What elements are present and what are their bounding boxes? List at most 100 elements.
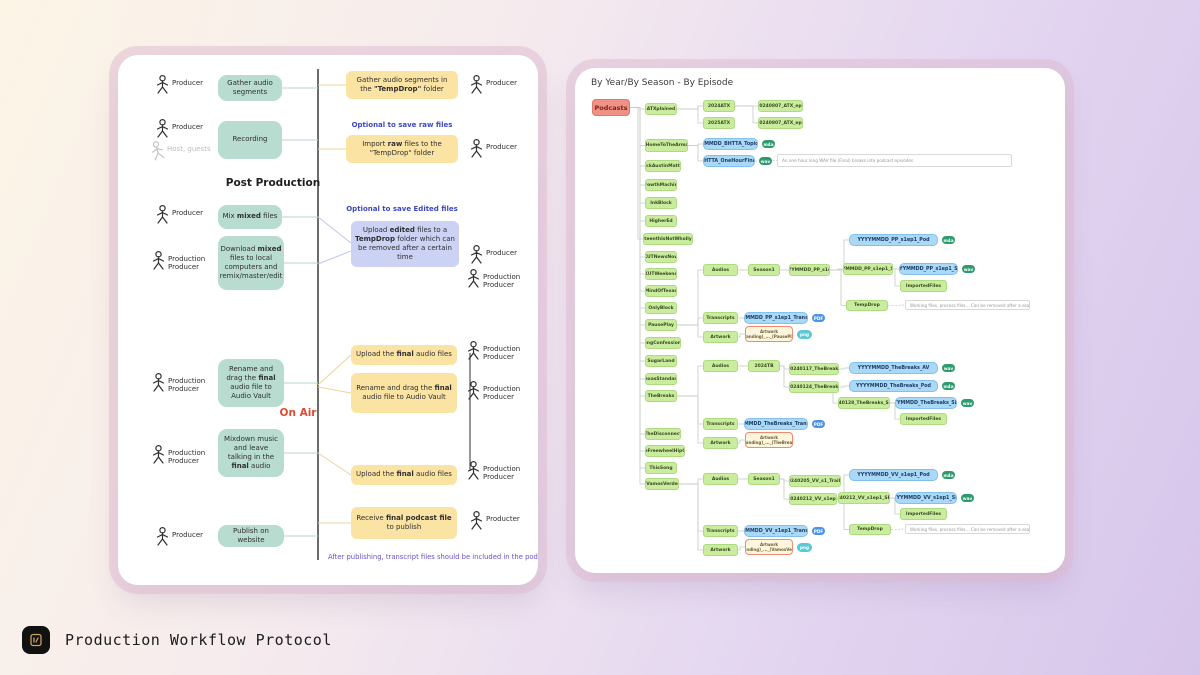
person-icon xyxy=(152,445,165,464)
flow-step: Receive final podcast file to publish xyxy=(351,507,457,539)
actor-producer: Producer xyxy=(156,205,203,224)
on-air-label: On Air xyxy=(279,407,317,419)
flow-step: Gather audio segments in the "TempDrop" … xyxy=(346,71,458,99)
tree-node: InkBlock xyxy=(645,197,677,209)
file-node: YYYYMMDD_PP_s1ep1_Transcript xyxy=(744,312,808,324)
tree-node: Audios xyxy=(703,360,738,372)
tree-node: 2025ATX xyxy=(703,117,735,129)
tree-node: Artwork xyxy=(703,437,738,449)
actor-label: Producer xyxy=(172,209,204,217)
person-icon xyxy=(156,75,169,94)
file-node: YYYYMMDD_VV_s1ep1_SEG xyxy=(895,492,957,504)
tree-node: 2024TB xyxy=(748,360,780,372)
file-node: YYYYMMDD_TheBreaks_Pod xyxy=(849,380,938,392)
tree-node: ImportedFiles xyxy=(900,413,947,425)
flow-step: Upload the final audio files xyxy=(351,465,457,485)
file-type-pill: png xyxy=(797,330,812,339)
person-icon xyxy=(156,527,169,546)
actor-label: Producer xyxy=(172,123,204,131)
tree-node: 20240212_VV_s1ep1_SEGS xyxy=(838,492,890,504)
tree-node: JuneteenthIsNotWhollyFree xyxy=(643,233,693,245)
panel-title: By Year/By Season - By Episode xyxy=(591,78,734,88)
file-type-pill: png xyxy=(797,543,812,552)
actor-label: Producter xyxy=(486,515,520,523)
tree-root: Podcasts xyxy=(592,99,630,116)
flow-step: Rename and drag the final audio file to … xyxy=(218,359,284,407)
flow-step: Recording xyxy=(218,121,282,159)
tree-node: KUTWeekend xyxy=(645,268,677,280)
tree-node: TempDrop xyxy=(846,300,888,311)
tree-node: 20240205_VV_s1_Trailer xyxy=(789,475,841,487)
file-node: YYYYMMDD_TheBreaks_SEGS xyxy=(895,397,957,409)
person-icon xyxy=(152,373,165,392)
tree-node: TempDrop xyxy=(849,524,891,535)
file-type-pill: wav xyxy=(759,157,772,165)
file-type-pill: wav xyxy=(962,265,975,273)
tree-node: BackHomeToTheArmadillo xyxy=(645,139,688,152)
tree-node: MindOfTexas xyxy=(645,285,677,297)
tree-node: Audios xyxy=(703,264,738,276)
artwork-node: Artwork(Branding)_..._(TheBreaks) xyxy=(745,432,793,448)
tree-node: 20240117_TheBreaks xyxy=(789,363,839,375)
file-type-pill: PDF xyxy=(812,527,825,535)
file-node: YYYYMMDD_PP_s1ep1_SEG xyxy=(899,263,958,275)
actor-label: Host, guests xyxy=(167,145,211,153)
person-icon xyxy=(467,269,480,288)
tree-node: PausePlay xyxy=(645,319,677,331)
phase-caption: Optional to save raw files xyxy=(351,121,453,129)
note: Working files, process files... Can be r… xyxy=(905,524,1030,534)
page-caption: Production Workflow Protocol xyxy=(65,631,332,649)
tree-node: Transcripts xyxy=(703,418,738,430)
tree-node: ImportedFiles xyxy=(900,280,947,292)
tree-node: KUTNewsNow xyxy=(645,251,677,263)
file-type-pill: m4a xyxy=(942,236,955,244)
flow-step: Import raw files to the "TempDrop" folde… xyxy=(346,135,458,163)
actor-label: Producer xyxy=(486,79,518,87)
tree-node: BlackAustinMatters xyxy=(645,160,681,172)
flow-step: Download mixed files to local computers … xyxy=(218,236,284,290)
tree-node: Artwork xyxy=(703,544,738,556)
file-node: YYYYMMDD_VV_s1ep1_Transcript xyxy=(744,525,808,537)
file-type-pill: PDF xyxy=(812,314,825,322)
actor-label: Producer xyxy=(486,143,518,151)
tree-node: TheDisconnect xyxy=(645,428,681,440)
file-node: BHTTA_OneHourFinal xyxy=(703,155,755,167)
tree-node: OnlyBlock xyxy=(645,302,677,314)
file-type-pill: wav xyxy=(961,494,974,502)
person-icon xyxy=(470,75,483,94)
tree-node: 20240212_VV_s1ep1 xyxy=(789,493,837,505)
file-type-pill: m4a xyxy=(942,471,955,479)
tree-node: 2024ATX xyxy=(703,100,735,112)
person-icon xyxy=(470,245,483,264)
file-type-pill: wav xyxy=(961,399,974,407)
person-icon xyxy=(152,141,165,161)
tree-node: SugarLand xyxy=(645,355,677,367)
tree-node: 20240807_ATX_ep2 xyxy=(758,117,803,129)
tree-node: Transcripts xyxy=(703,312,738,324)
file-node: YYYYMMDD_PP_s1ep1_Pod xyxy=(849,234,938,246)
file-node: YYYYMMDD_TheBreaks_Transcript xyxy=(744,418,808,430)
flow-step: Publish on website xyxy=(218,525,284,547)
person-icon xyxy=(467,381,480,400)
actor-producer: Producer xyxy=(470,75,517,94)
file-type-pill: wav xyxy=(942,364,955,372)
tree-node: 20240128_TheBreaks_SEGS xyxy=(838,397,890,409)
tree-node: Artwork xyxy=(703,331,738,343)
logo-icon xyxy=(22,626,50,654)
actor-host-guests: Host, guests xyxy=(151,141,211,161)
tree-node: VamosVerde xyxy=(645,478,679,490)
tree-node: ATXplained xyxy=(645,103,677,115)
footer-note: After publishing, transcript files shoul… xyxy=(328,553,538,561)
